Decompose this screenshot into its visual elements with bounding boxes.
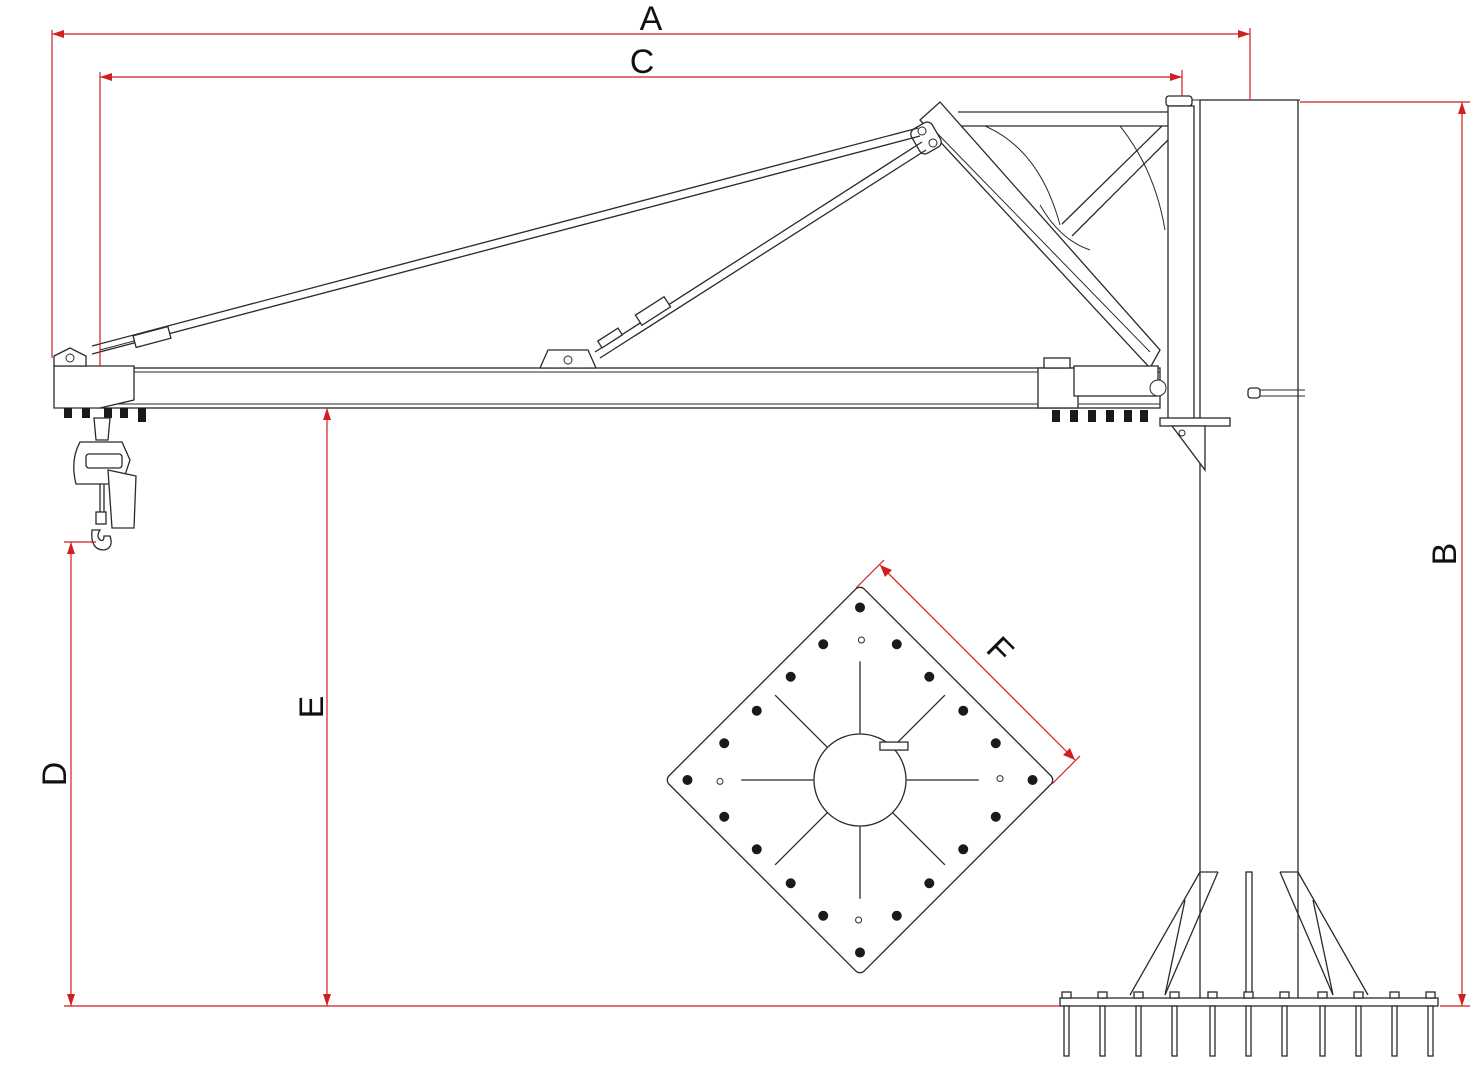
dimension-label-d: D <box>36 762 74 787</box>
anchor-bolts <box>1061 991 1436 1057</box>
lower-tie-rod <box>594 141 927 359</box>
dimension-e: E <box>293 408 331 1006</box>
dimension-label-a: A <box>640 0 663 38</box>
dimension-label-e: E <box>293 696 331 719</box>
boom <box>53 347 1167 422</box>
dimension-d: D <box>36 541 96 1006</box>
base-plate-detail <box>666 586 1054 974</box>
dimension-c: C <box>99 43 1183 366</box>
pillar-base <box>1059 871 1439 1057</box>
chain-hoist <box>73 417 137 551</box>
top-bracket <box>910 101 1169 370</box>
dimension-label-f: F <box>979 629 1021 671</box>
base-plate-bolts <box>682 602 1038 958</box>
dimension-label-c: C <box>630 43 655 81</box>
upper-tie-rod <box>91 127 921 355</box>
cable-trolleys <box>64 408 1148 422</box>
dimension-label-b: B <box>1426 543 1464 566</box>
dimension-b: B <box>1300 101 1470 1007</box>
dimension-a: A <box>51 0 1251 358</box>
pillar <box>1159 95 1305 1001</box>
